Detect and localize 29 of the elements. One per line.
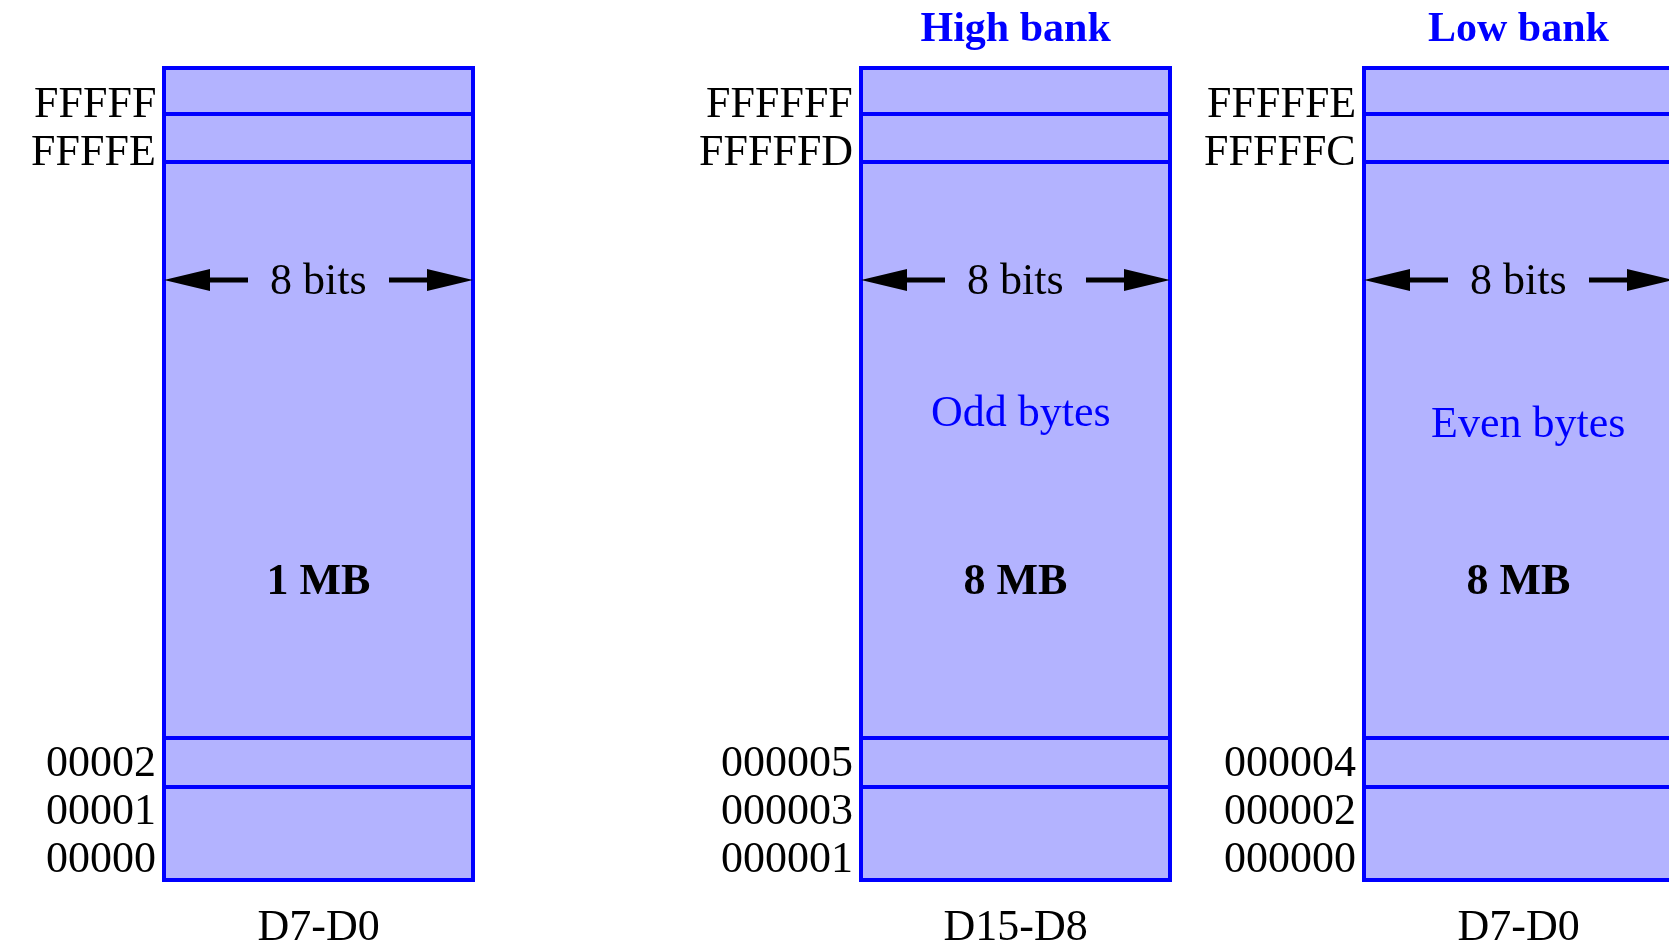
- dimension-label: 8 bits: [1470, 258, 1567, 302]
- data-bus-label: D7-D0: [257, 904, 380, 948]
- data-bus-label: D15-D8: [943, 904, 1088, 948]
- address-label: 000005: [721, 740, 853, 784]
- address-label: FFFFFC: [1204, 129, 1356, 173]
- address-label: 000001: [721, 836, 853, 880]
- capacity-label: 1 MB: [266, 558, 371, 602]
- capacity-label: 8 MB: [963, 558, 1068, 602]
- bank-note: Even bytes: [1431, 401, 1626, 445]
- address-label: 00000: [46, 836, 156, 880]
- address-label: 00001: [46, 788, 156, 832]
- address-label: 000004: [1224, 740, 1356, 784]
- dimension-label: 8 bits: [270, 258, 367, 302]
- capacity-label: 8 MB: [1466, 558, 1571, 602]
- address-label: 00002: [46, 740, 156, 784]
- address-label: FFFFFD: [699, 129, 854, 173]
- bank-note: Odd bytes: [931, 390, 1111, 434]
- address-label: FFFFE: [31, 129, 156, 173]
- bank-heading: High bank: [920, 6, 1111, 48]
- bank-heading: Low bank: [1428, 6, 1609, 48]
- memory-bank-box: [162, 66, 475, 882]
- dimension-label: 8 bits: [967, 258, 1064, 302]
- address-label: FFFFF: [34, 81, 157, 125]
- address-label: FFFFFF: [706, 81, 853, 125]
- address-label: 000000: [1224, 836, 1356, 880]
- address-label: 000003: [721, 788, 853, 832]
- address-label: 000002: [1224, 788, 1356, 832]
- data-bus-label: D7-D0: [1457, 904, 1580, 948]
- address-label: FFFFFE: [1207, 81, 1357, 125]
